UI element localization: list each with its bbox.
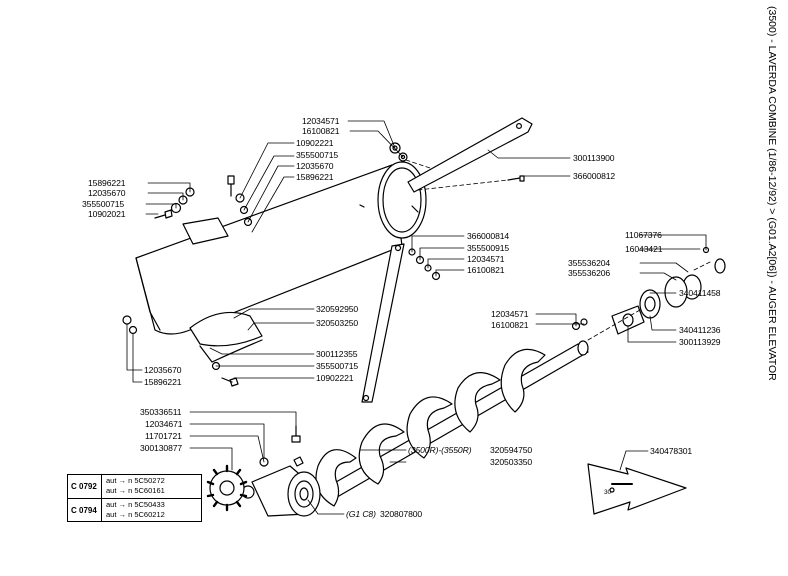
part-label: 10902221 bbox=[296, 138, 334, 148]
support-strut bbox=[361, 243, 405, 403]
part-label: 15896221 bbox=[88, 178, 126, 188]
sign-number: 30 bbox=[604, 489, 612, 496]
elevator-tube-housing bbox=[135, 161, 427, 363]
legend-serial: aut → n 5C50272 bbox=[106, 476, 165, 485]
part-label: 16043421 bbox=[625, 244, 663, 254]
part-label: 355500915 bbox=[467, 243, 510, 253]
part-label: 300130877 bbox=[140, 443, 183, 453]
support-bracket bbox=[407, 117, 533, 193]
part-label-variant: (G1 C8) bbox=[346, 509, 376, 519]
part-label: 320503350 bbox=[490, 457, 533, 467]
part-label: 320807800 bbox=[380, 509, 423, 519]
legend-serial: aut → n 5C50433 bbox=[106, 500, 165, 509]
part-label: 12035670 bbox=[296, 161, 334, 171]
legend-row: C 0792 aut → n 5C50272 aut → n 5C60161 bbox=[68, 475, 201, 498]
part-label: 300113929 bbox=[679, 337, 721, 347]
legend-row: C 0794 aut → n 5C50433 aut → n 5C60212 bbox=[68, 498, 201, 522]
part-label: 320594750 bbox=[490, 445, 533, 455]
part-label: 355536206 bbox=[568, 268, 611, 278]
part-label: 340411236 bbox=[679, 325, 721, 335]
part-label: 355500715 bbox=[316, 361, 359, 371]
drive-hub-assembly bbox=[241, 465, 321, 517]
part-label: 366000814 bbox=[467, 231, 510, 241]
drive-sprocket bbox=[206, 464, 248, 512]
part-label: 11701721 bbox=[145, 431, 182, 441]
part-label: 16100821 bbox=[491, 320, 529, 330]
part-label: 12035670 bbox=[88, 188, 126, 198]
legend-serial: aut → n 5C60161 bbox=[106, 486, 165, 495]
part-label-variant: (3500R)-(3550R) bbox=[408, 445, 472, 455]
auger-flights bbox=[315, 348, 546, 507]
part-label: 10902221 bbox=[316, 373, 354, 383]
callout-leader-lines bbox=[126, 120, 707, 515]
part-label: 320503250 bbox=[316, 318, 359, 328]
part-label: 16100821 bbox=[302, 126, 340, 136]
part-label: 12034671 bbox=[145, 419, 183, 429]
assembly-guide-lines bbox=[405, 159, 711, 341]
part-label: 300113900 bbox=[573, 153, 615, 163]
legend-code: C 0794 bbox=[71, 506, 97, 515]
auger-shaft bbox=[321, 340, 589, 501]
part-label: 355500715 bbox=[296, 150, 339, 160]
part-label: 366000812 bbox=[573, 171, 616, 181]
serial-legend-table: C 0792 aut → n 5C50272 aut → n 5C60161 C… bbox=[67, 474, 202, 522]
part-label: 350336511 bbox=[140, 407, 182, 417]
page-title-text: (3500) - LAVERDA COMBINE (1/86-12/92) > … bbox=[766, 6, 778, 381]
part-label: 16100821 bbox=[467, 265, 505, 275]
part-label: 12034571 bbox=[302, 116, 340, 126]
part-label: 15896221 bbox=[144, 377, 182, 387]
part-label: 340411458 bbox=[679, 288, 721, 298]
part-label: 12034571 bbox=[491, 309, 529, 319]
part-label: 300112355 bbox=[316, 349, 358, 359]
part-label: 11067376 bbox=[625, 230, 662, 240]
part-label: 320592950 bbox=[316, 304, 359, 314]
part-label: 355536204 bbox=[568, 258, 611, 268]
fasteners bbox=[122, 142, 588, 467]
legend-code: C 0792 bbox=[71, 482, 97, 491]
safety-sign-arrow bbox=[587, 463, 687, 515]
part-label: 15896221 bbox=[296, 172, 334, 182]
part-label: 12034571 bbox=[467, 254, 505, 264]
part-label: 355500715 bbox=[82, 199, 125, 209]
part-label: 12035670 bbox=[144, 365, 182, 375]
part-label: 340478301 bbox=[650, 446, 693, 456]
legend-serial: aut → n 5C60212 bbox=[106, 510, 165, 519]
part-label: 10902021 bbox=[88, 209, 126, 219]
page-title: (3500) - LAVERDA COMBINE (1/86-12/92) > … bbox=[762, 6, 780, 426]
bearing-assembly bbox=[611, 246, 726, 335]
